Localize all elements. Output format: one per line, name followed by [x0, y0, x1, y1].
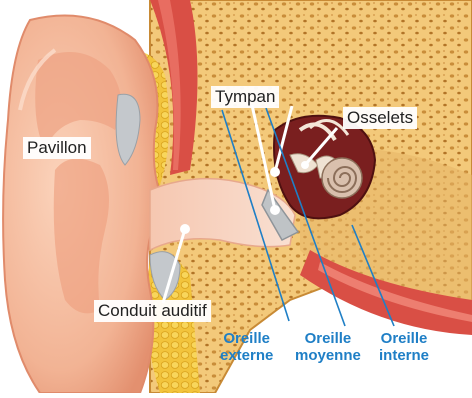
label-tympan: Tympan [211, 86, 279, 108]
region-externe-line2: externe [220, 347, 273, 364]
label-osselets: Osselets [343, 107, 417, 129]
label-pavillon: Pavillon [23, 137, 91, 159]
region-interne-line1: Oreille [379, 330, 429, 347]
region-interne-line2: interne [379, 347, 429, 364]
region-oreille-externe: Oreille externe [220, 330, 273, 364]
region-externe-line1: Oreille [220, 330, 273, 347]
region-oreille-interne: Oreille interne [379, 330, 429, 364]
region-oreille-moyenne: Oreille moyenne [295, 330, 361, 364]
label-conduit-auditif: Conduit auditif [94, 300, 211, 322]
region-moyenne-line1: Oreille [295, 330, 361, 347]
pinna [3, 16, 165, 394]
region-moyenne-line2: moyenne [295, 347, 361, 364]
